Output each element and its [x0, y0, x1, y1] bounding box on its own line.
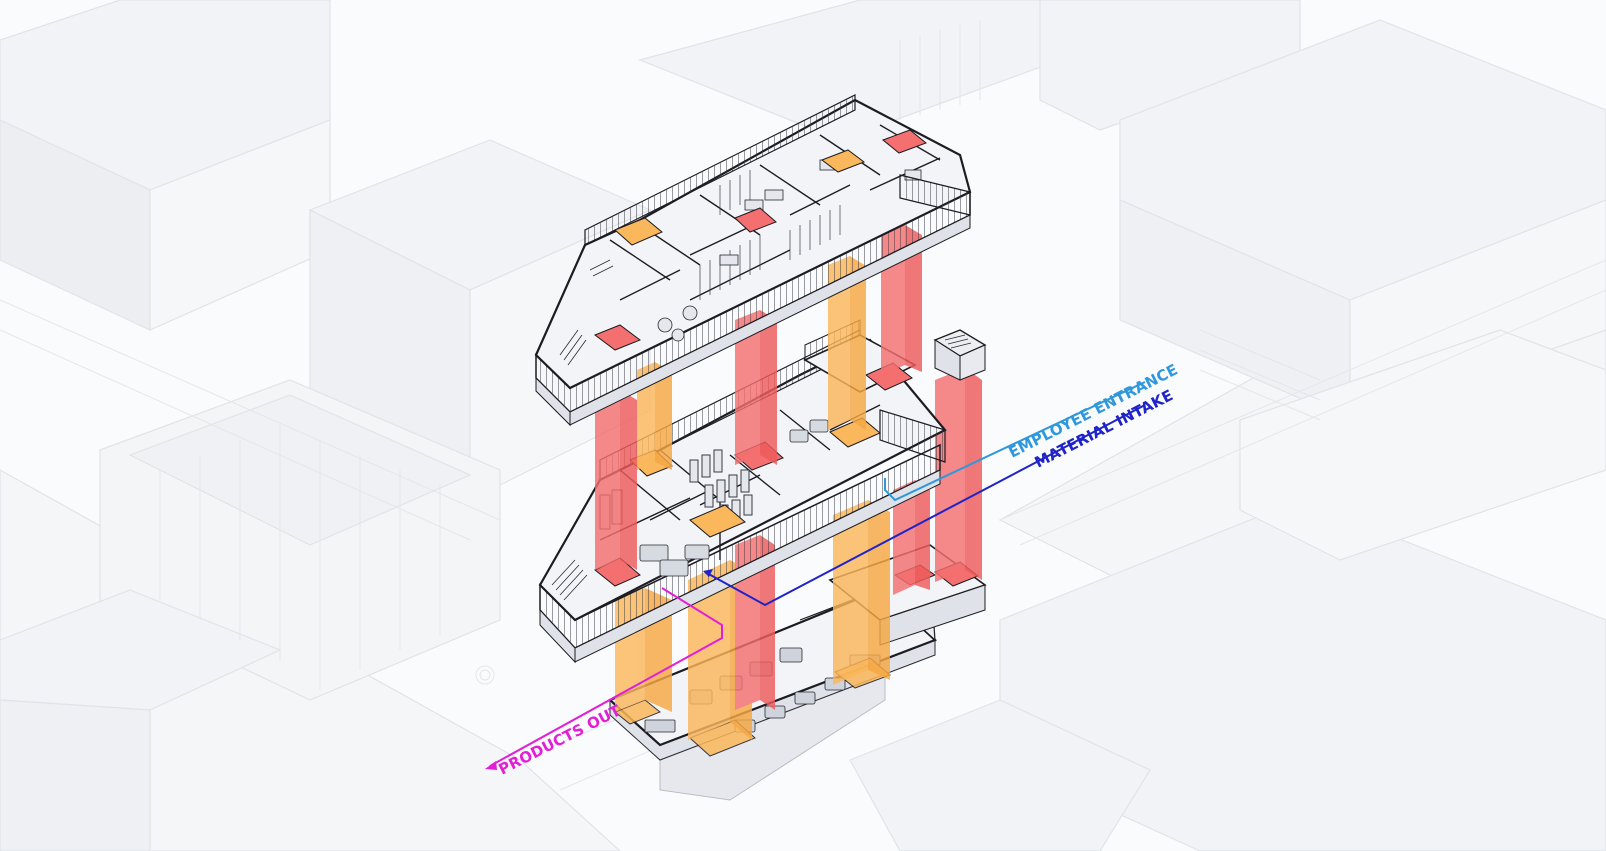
- core-orange: [828, 256, 850, 430]
- core-orange: [688, 560, 730, 740]
- core-red: [620, 390, 637, 570]
- core-red: [760, 535, 775, 710]
- context-block: [0, 589, 282, 711]
- top-floor-glazing: [699, 170, 841, 300]
- top-floor-partitions: [609, 124, 941, 301]
- stair-tower-side: [959, 344, 986, 381]
- core-cell: [689, 504, 746, 538]
- table-chairs-icon: [657, 159, 922, 342]
- material-intake-arrowhead: [703, 569, 713, 577]
- middle-floor-slab: [574, 469, 941, 663]
- core-cell: [820, 149, 866, 173]
- top-floor-slab: [569, 214, 971, 426]
- stair-tower: [933, 329, 987, 381]
- machine-icon: [639, 419, 829, 577]
- core-red: [905, 225, 922, 372]
- context-building-left-roof: [128, 394, 472, 546]
- context-block: [849, 699, 1151, 851]
- core-red: [595, 390, 620, 570]
- core-red: [760, 310, 777, 465]
- context-block: [0, 699, 151, 851]
- core-cell: [882, 129, 927, 154]
- core-cell: [614, 217, 663, 246]
- core-orange: [868, 500, 890, 680]
- core-red: [735, 310, 760, 465]
- core-orange: [833, 500, 868, 685]
- context-block: [1239, 329, 1606, 561]
- products-out-label: PRODUCTS OUT: [496, 701, 625, 778]
- flow-arrows: [485, 381, 1146, 770]
- top-floor-backwall: [584, 94, 856, 246]
- core-red: [893, 480, 915, 595]
- stair-icon: [551, 559, 588, 601]
- material-intake-path: [704, 404, 1146, 607]
- top-floor: [534, 94, 972, 427]
- core-orange: [655, 362, 672, 470]
- vertical-cores-upper: [595, 225, 922, 570]
- stair-icon: [944, 334, 972, 349]
- stair-icon: [559, 259, 614, 366]
- core-red: [965, 368, 982, 580]
- top-floor-extension: [899, 174, 971, 216]
- products-out-arrowhead: [485, 761, 497, 770]
- middle-floor-extension: [879, 409, 946, 463]
- employee-entrance-path: [884, 381, 1146, 502]
- core-cell: [593, 324, 642, 351]
- products-out-path: [489, 587, 723, 767]
- vertical-cores-lower: [615, 368, 982, 740]
- core-orange: [850, 256, 866, 430]
- core-cell: [734, 207, 777, 233]
- core-red: [915, 480, 930, 590]
